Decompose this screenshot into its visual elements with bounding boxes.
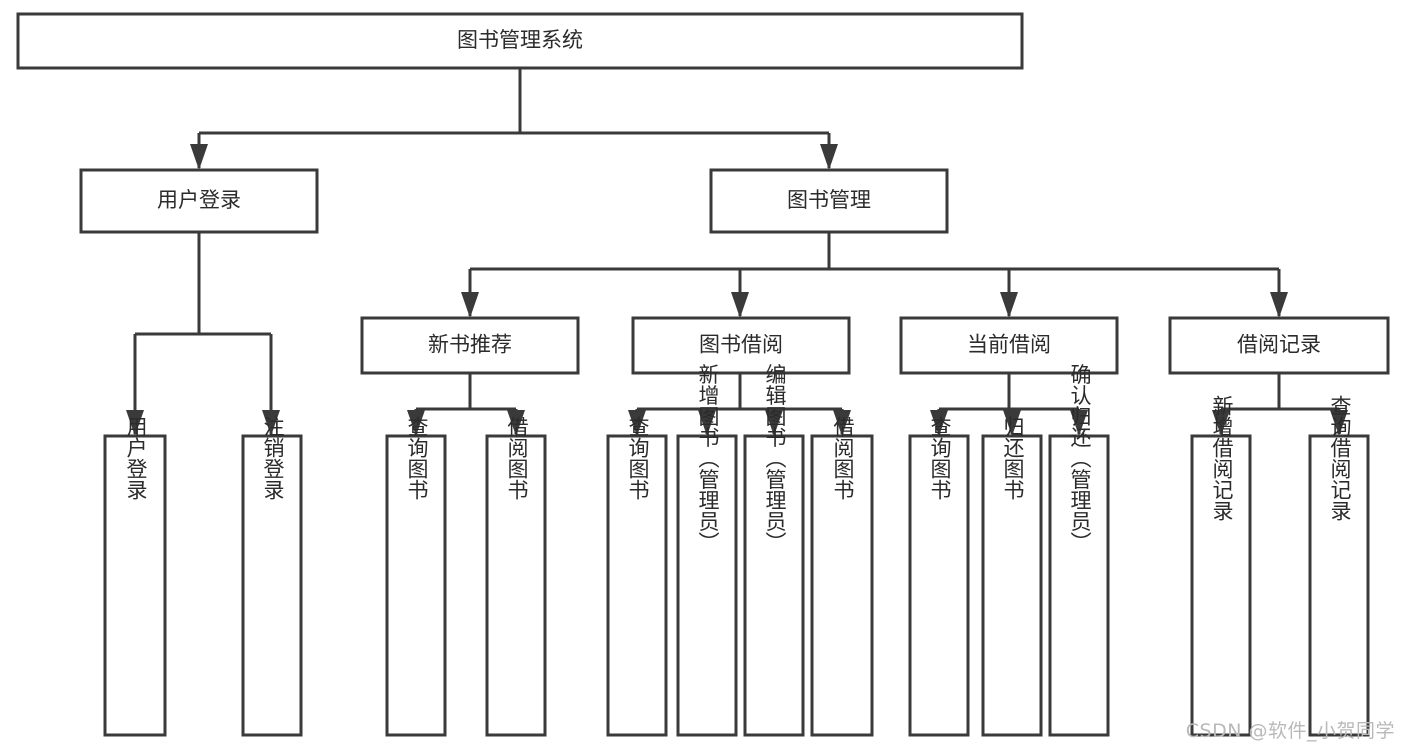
node-l3c[interactable]: 当前借阅	[899, 316, 1119, 375]
node-label: 归还图书	[1001, 416, 1025, 500]
arrow-head-icon	[628, 410, 646, 436]
node-box[interactable]	[79, 168, 319, 234]
node-label: 用户登录	[157, 188, 241, 212]
node-f6[interactable]: 新增图书（管理员）	[676, 364, 738, 737]
node-label: 查询图书	[405, 416, 429, 500]
arrow-head-icon	[1330, 410, 1348, 436]
node-box[interactable]	[241, 434, 303, 737]
node-f3[interactable]: 查询图书	[385, 416, 447, 737]
node-label: 新增图书（管理员）	[696, 364, 720, 553]
node-box[interactable]	[16, 12, 1024, 70]
node-label: 借阅记录	[1237, 333, 1321, 357]
node-label: 新书推荐	[428, 333, 512, 357]
arrow-head-icon	[1212, 410, 1230, 436]
node-label: 图书管理	[787, 188, 871, 212]
node-f8[interactable]: 借阅图书	[810, 416, 874, 737]
node-f11[interactable]: 确认归还（管理员）	[1048, 364, 1110, 737]
arrow-head-icon	[820, 144, 838, 170]
node-f10[interactable]: 归还图书	[981, 416, 1043, 737]
node-box[interactable]	[1308, 434, 1370, 737]
node-box[interactable]	[631, 316, 851, 375]
arrow-head-icon	[126, 410, 144, 436]
node-box[interactable]	[810, 434, 874, 737]
node-box[interactable]	[103, 434, 167, 737]
node-f9[interactable]: 查询图书	[908, 416, 970, 737]
arrow-head-icon	[461, 292, 479, 318]
node-f13[interactable]: 查询借阅记录	[1308, 395, 1370, 737]
node-label: 编辑图书（管理员）	[763, 364, 787, 553]
node-label: 用户登录	[124, 416, 148, 500]
node-l2a[interactable]: 用户登录	[79, 168, 319, 234]
node-label: 借阅图书	[505, 416, 529, 500]
arrow-head-icon	[1000, 292, 1018, 318]
arrow-head-icon	[698, 410, 716, 436]
node-f5[interactable]: 查询图书	[606, 416, 668, 737]
arrow-head-icon	[930, 410, 948, 436]
node-box[interactable]	[1168, 316, 1390, 375]
node-box[interactable]	[385, 434, 447, 737]
node-box[interactable]	[908, 434, 970, 737]
node-box[interactable]	[981, 434, 1043, 737]
arrow-head-icon	[407, 410, 425, 436]
node-label: 查询图书	[626, 416, 650, 500]
node-root[interactable]: 图书管理系统	[16, 12, 1024, 70]
arrow-head-icon	[765, 410, 783, 436]
node-label: 当前借阅	[967, 333, 1051, 357]
arrow-head-icon	[1270, 292, 1288, 318]
arrow-head-icon	[190, 144, 208, 170]
node-l3d[interactable]: 借阅记录	[1168, 316, 1390, 375]
arrow-head-icon	[507, 410, 525, 436]
node-label: 图书借阅	[699, 333, 783, 357]
node-l3a[interactable]: 新书推荐	[360, 316, 580, 375]
node-f4[interactable]: 借阅图书	[485, 416, 547, 737]
node-label: 查询借阅记录	[1328, 395, 1352, 521]
node-label: 图书管理系统	[457, 28, 583, 52]
node-label: 确认归还（管理员）	[1068, 364, 1092, 553]
node-box[interactable]	[743, 434, 805, 737]
node-layer: 图书管理系统用户登录图书管理新书推荐图书借阅当前借阅借阅记录用户登录注销登录查询…	[16, 12, 1390, 737]
arrow-head-icon	[262, 410, 280, 436]
node-box[interactable]	[360, 316, 580, 375]
node-box[interactable]	[606, 434, 668, 737]
node-l3b[interactable]: 图书借阅	[631, 316, 851, 375]
node-box[interactable]	[899, 316, 1119, 375]
node-l2b[interactable]: 图书管理	[709, 168, 949, 234]
node-label: 新增借阅记录	[1210, 395, 1234, 521]
node-label: 注销登录	[261, 416, 285, 500]
node-box[interactable]	[1048, 434, 1110, 737]
node-f7[interactable]: 编辑图书（管理员）	[743, 364, 805, 737]
node-f12[interactable]: 新增借阅记录	[1190, 395, 1252, 737]
node-box[interactable]	[709, 168, 949, 234]
arrow-head-icon	[1070, 410, 1088, 436]
node-box[interactable]	[485, 434, 547, 737]
node-box[interactable]	[1190, 434, 1252, 737]
node-f1[interactable]: 用户登录	[103, 416, 167, 737]
node-label: 查询图书	[928, 416, 952, 500]
node-box[interactable]	[676, 434, 738, 737]
arrow-head-icon	[833, 410, 851, 436]
node-f2[interactable]: 注销登录	[241, 416, 303, 737]
connector-layer	[126, 68, 1348, 436]
arrow-head-icon	[731, 292, 749, 318]
node-label: 借阅图书	[831, 416, 855, 500]
arrow-head-icon	[1003, 410, 1021, 436]
